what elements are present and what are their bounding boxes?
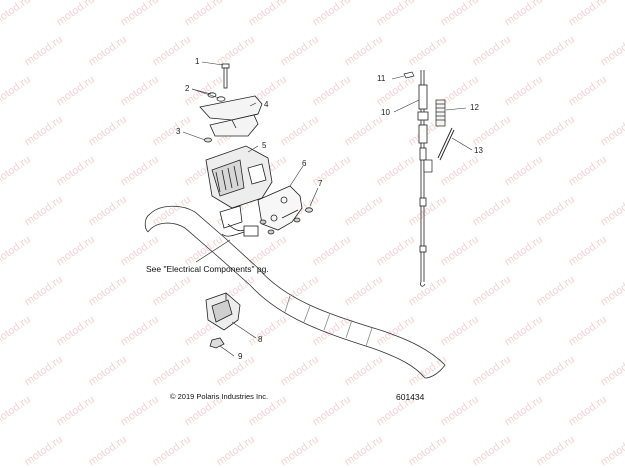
callout-11: 11 [377, 74, 386, 83]
callout-12: 12 [470, 103, 479, 112]
callout-2: 2 [185, 84, 190, 93]
leader-11 [391, 75, 405, 80]
small-tag [423, 159, 433, 173]
part-9-nut [209, 337, 225, 349]
part-11-clip [403, 71, 415, 79]
leader-lines [182, 61, 473, 357]
part-3-nut [204, 137, 212, 143]
callout-8: 8 [258, 335, 263, 344]
callout-3: 3 [176, 127, 181, 136]
part-12-sleeve [435, 99, 446, 127]
electrical-components-note: See "Electrical Components" pg. [146, 264, 269, 274]
callout-5: 5 [262, 141, 267, 150]
part-7-nut [305, 207, 313, 213]
callout-7: 7 [318, 179, 323, 188]
connector-wire [221, 225, 259, 237]
part-13-strap [437, 127, 455, 161]
part-6-screws [259, 217, 301, 235]
part-4-bracket [199, 95, 263, 137]
callout-13: 13 [474, 146, 483, 155]
part-8-clamp [205, 292, 241, 331]
callout-9: 9 [238, 352, 243, 361]
diagram-number: 601434 [396, 392, 425, 402]
copyright-text: © 2019 Polaris Industries Inc. [170, 392, 269, 401]
callout-4: 4 [264, 100, 269, 109]
part-10-cable [417, 70, 429, 287]
callout-6: 6 [302, 159, 307, 168]
part-2-washers [207, 92, 226, 102]
part-1-pin [221, 63, 230, 89]
handlebar-tube [144, 205, 446, 379]
callout-10: 10 [381, 108, 390, 117]
callout-1: 1 [195, 57, 200, 66]
part-5-housing [205, 145, 273, 232]
electrical-leader [195, 239, 231, 263]
part-6-plate [257, 185, 303, 231]
